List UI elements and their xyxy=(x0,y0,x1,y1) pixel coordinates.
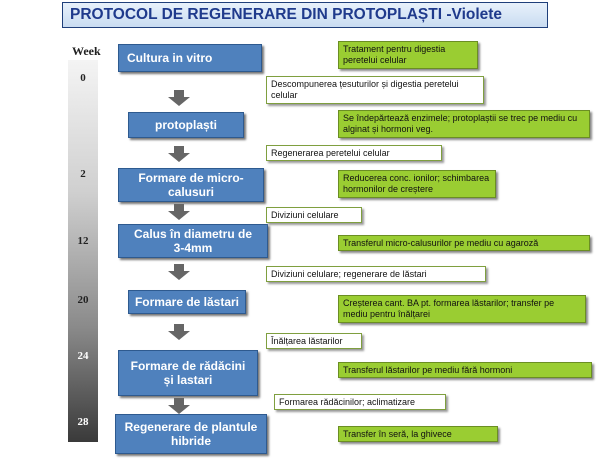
treatment-wall-digestion: Tratament pentru digestia peretelui celu… xyxy=(338,41,478,69)
week-tick-20: 20 xyxy=(77,294,89,306)
stage-hybrid-plantlets: Regenerare de plantule hibride xyxy=(115,414,267,454)
stage-root-formation: Formare de rădăcini și lastari xyxy=(118,350,258,396)
page-title: PROTOCOL DE REGENERARE DIN PROTOPLAȘTI -… xyxy=(62,2,548,28)
stage-callus-3-4mm: Calus în diametru de 3-4mm xyxy=(118,224,268,258)
step-cell-wall-regeneration: Regenerarea peretelui celular xyxy=(266,145,442,161)
week-tick-2: 2 xyxy=(80,168,86,180)
week-axis-label: Week xyxy=(72,44,101,58)
down-arrow-icon xyxy=(168,264,190,280)
stage-shoot-formation: Formare de lăstari xyxy=(128,290,246,314)
stage-protoplasts: protoplaști xyxy=(128,112,244,138)
week-tick-0: 0 xyxy=(80,72,86,84)
treatment-ba-increase: Creșterea cant. BA pt. formarea lăstaril… xyxy=(338,295,586,323)
step-rooting-acclimatization: Formarea rădăcinilor; aclimatizare xyxy=(274,394,446,410)
step-shoot-elongation: Înălțarea lăstarilor xyxy=(266,333,362,349)
down-arrow-icon xyxy=(168,146,190,162)
week-tick-28: 28 xyxy=(77,416,89,428)
treatment-hormone-free-medium: Transferul lăstarilor pe mediu fără horm… xyxy=(338,362,592,378)
down-arrow-icon xyxy=(168,324,190,340)
down-arrow-icon xyxy=(168,204,190,220)
week-tick-12: 12 xyxy=(77,235,89,247)
week-timeline-bar xyxy=(68,60,98,442)
down-arrow-icon xyxy=(168,90,190,106)
treatment-ion-reduction: Reducerea conc. ionilor; schimbarea horm… xyxy=(338,170,496,198)
step-tissue-digestion: Descompunerea țesuturilor și digestia pe… xyxy=(266,76,484,104)
step-division-shoot-regeneration: Diviziuni celulare; regenerare de lăstar… xyxy=(266,266,486,282)
stage-micro-calli: Formare de micro-calusuri xyxy=(118,168,264,202)
stage-in-vitro-culture: Cultura in vitro xyxy=(118,44,262,72)
week-tick-24: 24 xyxy=(77,350,89,362)
treatment-greenhouse-pots: Transfer în seră, la ghivece xyxy=(338,426,498,442)
step-cell-division: Diviziuni celulare xyxy=(266,207,362,223)
treatment-agarose-transfer: Transferul micro-calusurilor pe mediu cu… xyxy=(338,235,590,251)
treatment-alginate-hormones: Se îndepărtează enzimele; protoplaștii s… xyxy=(338,110,590,138)
down-arrow-icon xyxy=(168,398,190,414)
